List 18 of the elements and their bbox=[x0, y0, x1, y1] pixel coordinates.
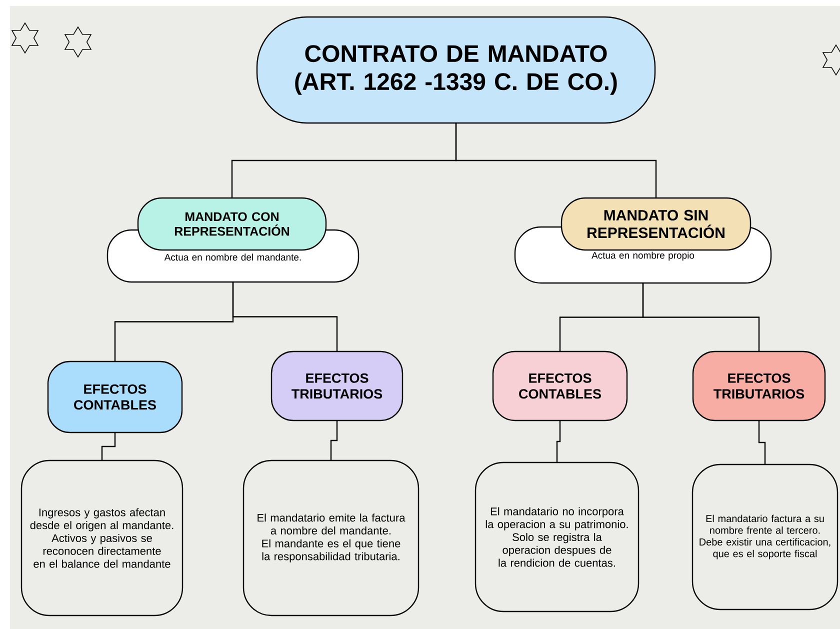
note-box: El mandatario factura a su nombre frente al tercero. Debe existir una certificacion, que es el soporte fiscal bbox=[692, 464, 838, 610]
connector-line bbox=[101, 432, 116, 460]
connector-line bbox=[455, 123, 657, 198]
connector-line bbox=[330, 420, 338, 460]
category-box: EFECTOS CONTABLES bbox=[492, 350, 628, 422]
connector-line bbox=[758, 420, 766, 464]
note-box: El mandatario emite la factura a nombre del mandante. El mandante es el que tiene la responsabilidad tributaria. bbox=[242, 460, 420, 616]
category-box: EFECTOS CONTABLES bbox=[47, 360, 183, 434]
heading-pill: MANDATO SIN REPRESENTACIÓN bbox=[560, 197, 752, 251]
heading-pill: MANDATO CON REPRESENTACIÓN bbox=[137, 197, 327, 251]
connector-line bbox=[556, 420, 561, 462]
note-box: El mandatario no incorpora la operacion a su patrimonio. Solo se registra la operacion despues de la rendicion de cuentas. bbox=[474, 462, 640, 612]
title-pill: CONTRATO DE MANDATO (ART. 1262 -1339 C. DE CO.) bbox=[256, 16, 656, 124]
category-box: EFECTOS TRIBUTARIOS bbox=[692, 350, 826, 422]
connector-line bbox=[232, 282, 338, 352]
category-box: EFECTOS TRIBUTARIOS bbox=[270, 350, 404, 422]
connector-line bbox=[642, 283, 760, 352]
note-box: Ingresos y gastos afectan desde el origen al mandante. Activos y pasivos se reconocen directamente en el balance del mandante bbox=[20, 460, 184, 616]
